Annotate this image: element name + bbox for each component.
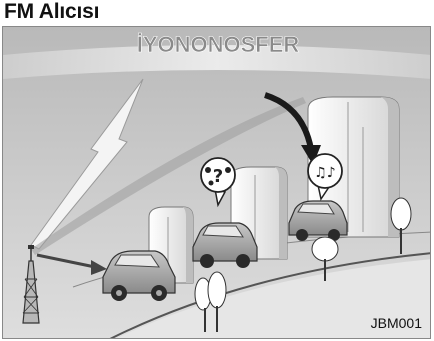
fm-reception-illustration: İYONONOSFER xyxy=(2,26,431,339)
ionosphere-band: İYONONOSFER xyxy=(3,32,430,79)
lightning-bolt-icon xyxy=(30,78,144,250)
ionosphere-label: İYONONOSFER xyxy=(137,32,300,57)
music-note-bubble-icon: ♫♪ xyxy=(307,153,343,201)
car-icon xyxy=(102,200,348,301)
svg-text:♫♪: ♫♪ xyxy=(314,165,336,181)
svg-text:?: ? xyxy=(213,166,223,187)
figure-code: JBM001 xyxy=(370,315,422,331)
tree-icon xyxy=(194,197,412,332)
page-title: FM Alıcısı xyxy=(4,0,100,23)
question-note-bubble-icon: ? xyxy=(200,157,236,208)
radio-tower-icon xyxy=(22,245,40,324)
